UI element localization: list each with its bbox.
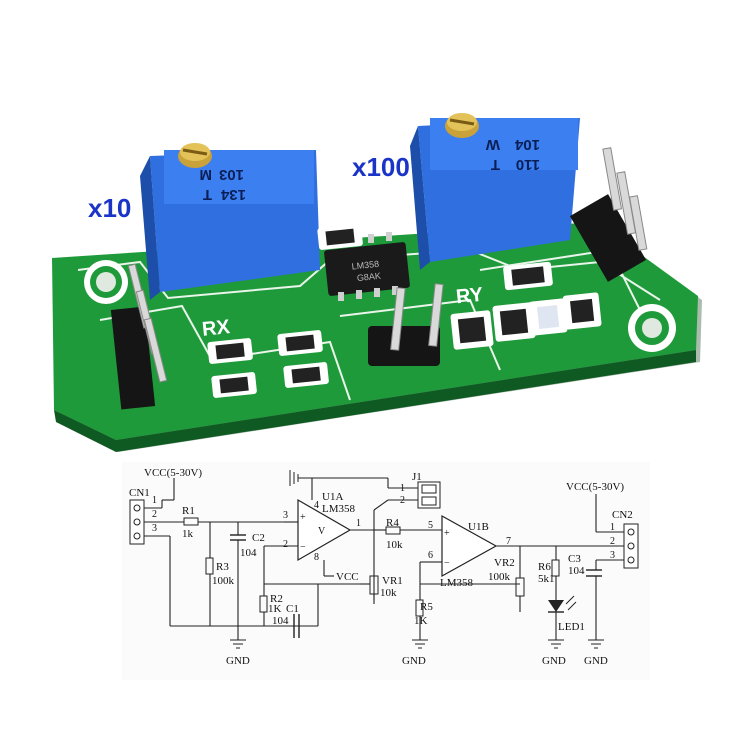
j1-jumper-icon bbox=[417, 481, 441, 509]
pot-left-line3: 134 bbox=[220, 186, 246, 203]
j1-label: J1 bbox=[412, 471, 422, 483]
gnd-label-1: GND bbox=[226, 655, 250, 667]
vr2-value: 100k bbox=[488, 571, 511, 583]
u1a-part: LM358 bbox=[322, 503, 356, 515]
r3-name: R3 bbox=[216, 561, 229, 573]
pot-left-line4: T bbox=[203, 186, 212, 203]
vcc-out-label: VCC(5-30V) bbox=[566, 481, 624, 493]
svg-text:+: + bbox=[300, 512, 306, 523]
svg-text:6: 6 bbox=[428, 550, 433, 561]
svg-text:−: − bbox=[444, 558, 450, 569]
vr1-name: VR1 bbox=[382, 575, 403, 587]
c1-value: 104 bbox=[272, 615, 289, 627]
gnd-label-2: GND bbox=[402, 655, 426, 667]
u1b-name: U1B bbox=[468, 521, 489, 533]
pcb-photo: 103 M 134 T 104 W 110 T bbox=[52, 113, 702, 452]
svg-text:3: 3 bbox=[152, 523, 157, 534]
mounting-hole-left bbox=[84, 260, 128, 304]
r1-value: 1k bbox=[182, 528, 194, 540]
r5-name: R5 bbox=[420, 601, 433, 613]
vcc-pin-label: VCC bbox=[336, 571, 359, 583]
pin-header-right bbox=[569, 147, 648, 282]
trimmer-potentiometer-rx: 103 M 134 T bbox=[140, 143, 320, 300]
cn1-label: CN1 bbox=[129, 487, 150, 499]
gain-x10-label: x10 bbox=[88, 193, 131, 223]
svg-text:8: 8 bbox=[314, 552, 319, 563]
ground-icon bbox=[230, 639, 246, 649]
u1b-part: LM358 bbox=[440, 577, 474, 589]
r5-value: 1K bbox=[414, 615, 428, 627]
trimmer-potentiometer-ry: 104 W 110 T bbox=[410, 113, 580, 270]
schematic: VCC(5-30V) CN1 1 2 3 R1 1k R3 100k bbox=[129, 467, 639, 667]
svg-text:2: 2 bbox=[610, 536, 615, 547]
ic-marking-line1: LM358 bbox=[351, 259, 379, 272]
ground-icon bbox=[548, 639, 564, 649]
c3-name: C3 bbox=[568, 553, 581, 565]
lm358-ic-chip: LM358 G8AK bbox=[324, 232, 410, 301]
r1-name: R1 bbox=[182, 505, 195, 517]
r2-name: R2 bbox=[270, 593, 283, 605]
svg-text:1: 1 bbox=[610, 522, 615, 533]
c1-name: C1 bbox=[286, 603, 299, 615]
u1a-name: U1A bbox=[322, 491, 343, 503]
svg-text:2: 2 bbox=[283, 539, 288, 550]
vr1-value: 10k bbox=[380, 587, 397, 599]
svg-text:4: 4 bbox=[314, 500, 319, 511]
schematic-background bbox=[122, 462, 650, 680]
pot-right-line3: 110 bbox=[516, 156, 540, 173]
r6-name: R6 bbox=[538, 561, 551, 573]
vcc-in-label: VCC(5-30V) bbox=[144, 467, 202, 479]
svg-text:1: 1 bbox=[356, 518, 361, 529]
ground-icon bbox=[588, 639, 604, 649]
gnd-label-3: GND bbox=[542, 655, 566, 667]
c3-value: 104 bbox=[568, 565, 585, 577]
led-label: LED1 bbox=[558, 621, 585, 633]
svg-text:−: − bbox=[300, 542, 306, 553]
r4-value: 10k bbox=[386, 539, 403, 551]
op-amp-u1b-icon bbox=[441, 514, 498, 578]
svg-text:2: 2 bbox=[400, 495, 405, 506]
svg-text:1: 1 bbox=[400, 483, 405, 494]
svg-text:2: 2 bbox=[152, 509, 157, 520]
svg-text:7: 7 bbox=[506, 536, 511, 547]
pot-left-line2: M bbox=[200, 166, 213, 183]
svg-text:1: 1 bbox=[152, 495, 157, 506]
smd-components bbox=[207, 224, 602, 398]
vr2-name: VR2 bbox=[494, 557, 515, 569]
svg-text:5: 5 bbox=[428, 520, 433, 531]
r3-value: 100k bbox=[212, 575, 235, 587]
r4-name: R4 bbox=[386, 517, 399, 529]
gain-x100-label: x100 bbox=[352, 152, 410, 182]
cn2-connector-icon bbox=[623, 523, 639, 569]
pot-right-line2: W bbox=[485, 136, 500, 153]
silk-rx-label: RX bbox=[201, 316, 232, 341]
r6-value: 5k1 bbox=[538, 573, 555, 585]
c2-value: 104 bbox=[240, 547, 257, 559]
brass-screw-icon bbox=[445, 113, 479, 138]
pin-header-left bbox=[110, 263, 168, 410]
brass-screw-icon bbox=[178, 143, 212, 168]
pot-right-line4: T bbox=[491, 156, 500, 173]
op-amp-u1a-icon bbox=[297, 498, 352, 562]
r2-value: 1K bbox=[268, 603, 282, 615]
svg-text:+: + bbox=[444, 528, 450, 539]
pin-header-middle bbox=[368, 283, 444, 366]
ic-marking-line2: G8AK bbox=[356, 271, 381, 283]
pot-right-line1: 104 bbox=[514, 136, 540, 153]
svg-text:3: 3 bbox=[610, 550, 615, 561]
svg-text:V: V bbox=[318, 526, 326, 537]
gnd-label-4: GND bbox=[584, 655, 608, 667]
silk-ry-label: RY bbox=[455, 284, 485, 309]
svg-text:3: 3 bbox=[283, 510, 288, 521]
c2-name: C2 bbox=[252, 532, 265, 544]
cn2-label: CN2 bbox=[612, 509, 633, 521]
mounting-hole-right bbox=[628, 304, 676, 352]
pot-left-line1: 103 bbox=[219, 166, 244, 183]
cn1-connector-icon bbox=[129, 499, 145, 545]
ground-icon bbox=[412, 639, 428, 649]
